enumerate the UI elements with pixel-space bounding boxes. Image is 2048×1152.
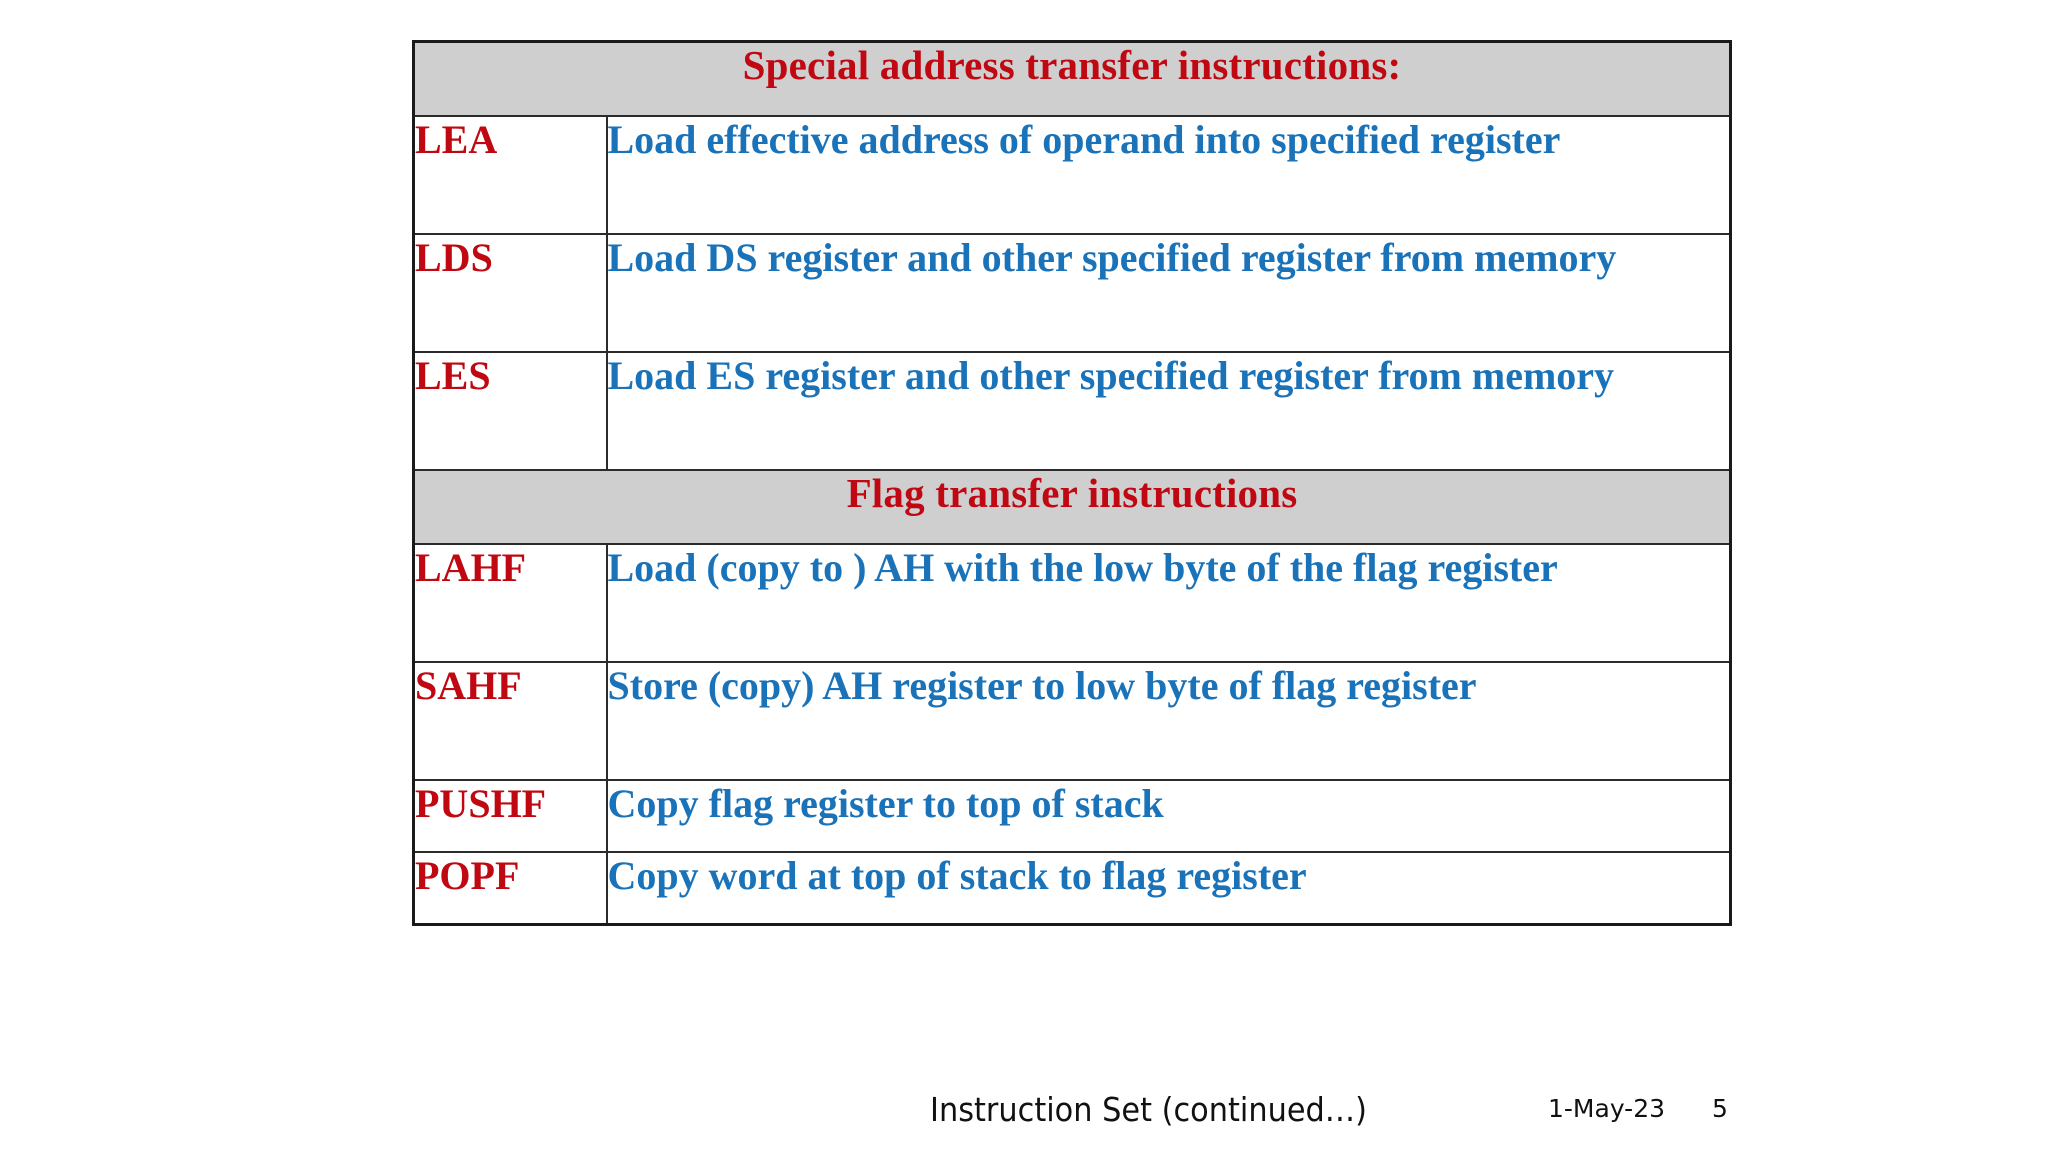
mnemonic-popf: POPF: [415, 853, 520, 898]
mnemonic-les: LES: [415, 353, 491, 398]
mnemonic-lea: LEA: [415, 117, 498, 162]
mnemonic-cell: LES: [412, 351, 608, 471]
table-row: LDS Load DS register and other specified…: [412, 233, 1732, 353]
description-cell: Load effective address of operand into s…: [605, 115, 1732, 235]
mnemonic-cell: LDS: [412, 233, 608, 353]
mnemonic-cell: SAHF: [412, 661, 608, 781]
description-popf: Copy word at top of stack to flag regist…: [607, 853, 1307, 898]
mnemonic-sahf: SAHF: [415, 663, 522, 708]
description-lds: Load DS register and other specified reg…: [607, 235, 1617, 280]
footer-page-number: 5: [1712, 1094, 1728, 1123]
table-row: PUSHF Copy flag register to top of stack: [412, 779, 1732, 853]
mnemonic-cell: PUSHF: [412, 779, 608, 853]
section-header-row: Special address transfer instructions:: [412, 40, 1732, 117]
table-row: LES Load ES register and other specified…: [412, 351, 1732, 471]
section-title-flag-transfer: Flag transfer instructions: [846, 470, 1298, 516]
mnemonic-cell: LEA: [412, 115, 608, 235]
slide-footer: Instruction Set (continued…) 1-May-23 5: [0, 1090, 2048, 1150]
description-sahf: Store (copy) AH register to low byte of …: [607, 663, 1477, 708]
section-title-special-address: Special address transfer instructions:: [742, 42, 1402, 88]
mnemonic-cell: POPF: [412, 851, 608, 926]
description-cell: Load (copy to ) AH with the low byte of …: [605, 543, 1732, 663]
description-cell: Load ES register and other specified reg…: [605, 351, 1732, 471]
mnemonic-lds: LDS: [415, 235, 493, 280]
description-cell: Copy flag register to top of stack: [605, 779, 1732, 853]
description-les: Load ES register and other specified reg…: [607, 353, 1615, 398]
table-row: LEA Load effective address of operand in…: [412, 115, 1732, 235]
description-cell: Store (copy) AH register to low byte of …: [605, 661, 1732, 781]
section-header-cell: Flag transfer instructions: [412, 469, 1732, 545]
description-cell: Copy word at top of stack to flag regist…: [605, 851, 1732, 926]
footer-caption: Instruction Set (continued…): [930, 1090, 1367, 1129]
table-row: LAHF Load (copy to ) AH with the low byt…: [412, 543, 1732, 663]
mnemonic-lahf: LAHF: [415, 545, 527, 590]
section-header-cell: Special address transfer instructions:: [412, 40, 1732, 117]
description-cell: Load DS register and other specified reg…: [605, 233, 1732, 353]
description-lahf: Load (copy to ) AH with the low byte of …: [607, 545, 1558, 590]
instruction-set-table: Special address transfer instructions: L…: [412, 40, 1732, 926]
description-pushf: Copy flag register to top of stack: [607, 781, 1164, 826]
footer-date: 1-May-23: [1548, 1094, 1666, 1123]
mnemonic-pushf: PUSHF: [415, 781, 547, 826]
section-header-row: Flag transfer instructions: [412, 469, 1732, 545]
mnemonic-cell: LAHF: [412, 543, 608, 663]
table-row: SAHF Store (copy) AH register to low byt…: [412, 661, 1732, 781]
description-lea: Load effective address of operand into s…: [607, 117, 1561, 162]
table-row: POPF Copy word at top of stack to flag r…: [412, 851, 1732, 926]
